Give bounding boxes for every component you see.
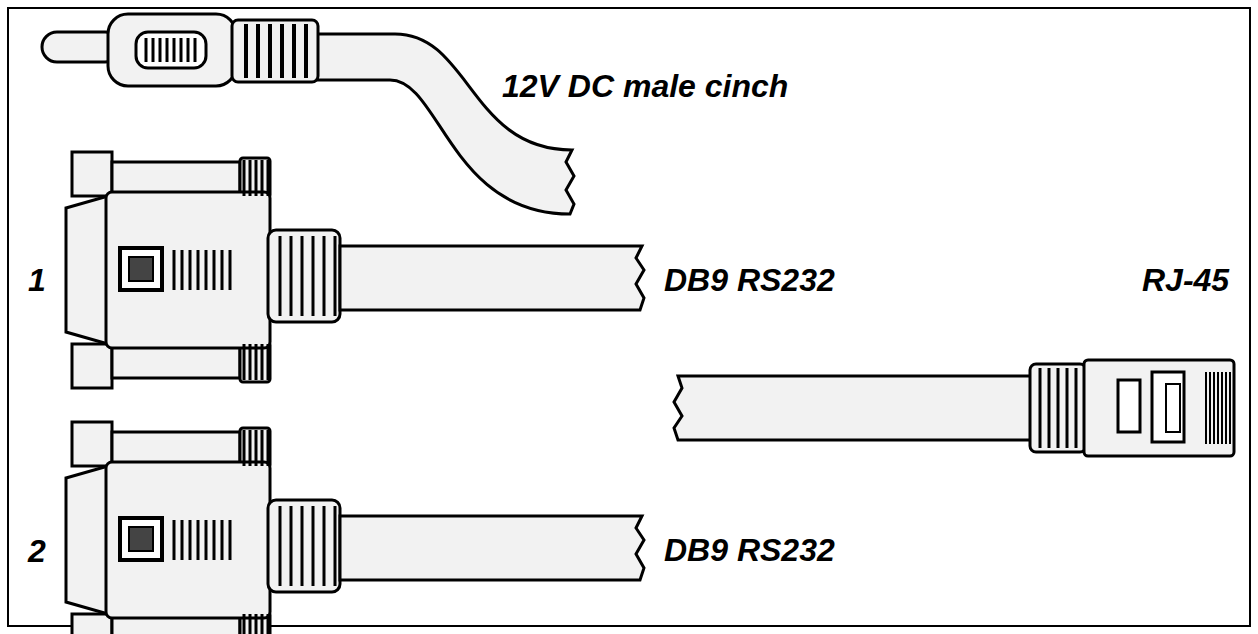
rj45-plug — [674, 360, 1234, 456]
db9-connector — [66, 152, 644, 388]
part-label: RJ-45 — [1142, 264, 1229, 296]
callout-number: 2 — [28, 535, 46, 567]
part-label: DB9 RS232 — [664, 264, 835, 296]
db9-connector — [66, 422, 644, 634]
part-label: 12V DC male cinch — [502, 70, 788, 102]
part-label: DB9 RS232 — [664, 534, 835, 566]
callout-number: 1 — [28, 264, 46, 296]
